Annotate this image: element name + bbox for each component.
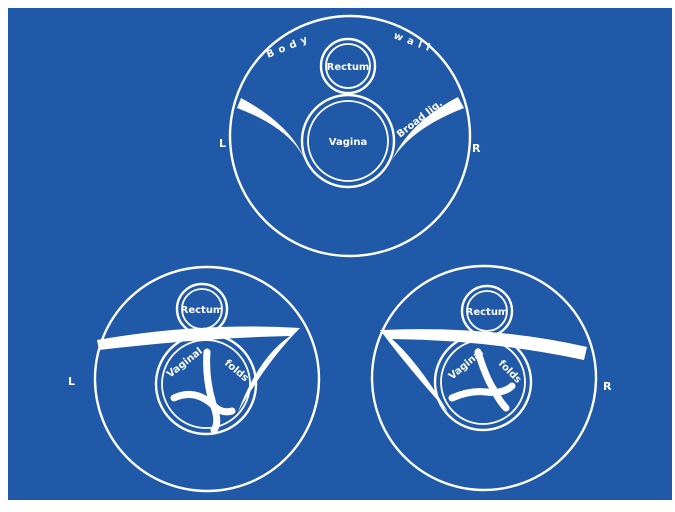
br-rectum-label: Rectum [466,307,509,318]
top-rectum-label: Rectum [327,62,370,73]
top-left-marker: L [219,137,226,150]
bl-left-marker: L [68,375,75,388]
top-vagina-label: Vagina [329,137,367,148]
bl-rectum-label: Rectum [181,305,224,316]
blue-panel [8,8,672,500]
br-right-marker: R [603,380,612,393]
top-right-marker: R [472,142,481,155]
